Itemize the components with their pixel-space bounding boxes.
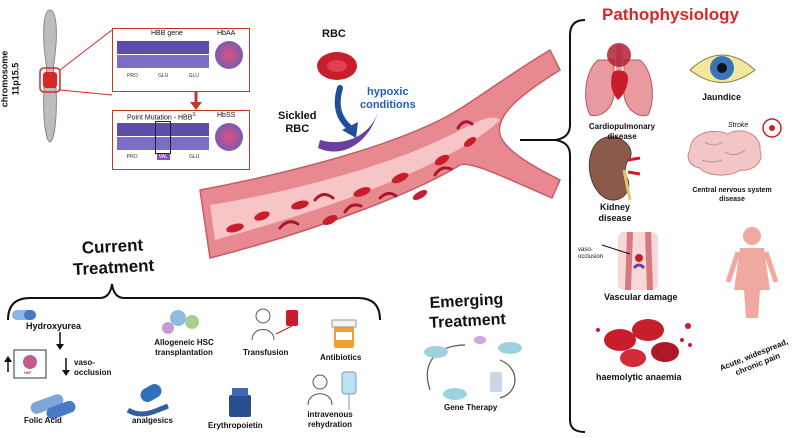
cardiopulmonary-label: Cardiopulmonary disease (588, 122, 656, 141)
point-mutation-label: Point Mutation - HBBS (127, 112, 196, 122)
zoom-line-top (59, 29, 113, 71)
analgesics-icon (126, 384, 169, 417)
iv-rehydration-icon (307, 371, 357, 410)
jaundice-label: Jaundice (702, 92, 742, 102)
hbss-label: HbSS (217, 112, 236, 119)
aa-label: GLU (158, 73, 169, 79)
antibiotics-bottle-icon (331, 319, 357, 348)
aa-row-normal: PRO GLU GLU (117, 73, 209, 79)
analgesics-label: analgesics (132, 416, 173, 425)
antibiotics-label: Antibiotics (320, 353, 362, 362)
pathophysiology-title: Pathophysiology (602, 5, 739, 24)
vascular-damage-icon (601, 231, 658, 291)
hbb-gene-label: HBB gene (151, 30, 183, 37)
hbf-label: HbF (24, 370, 32, 375)
folic-acid-label: Folic Acid (24, 416, 62, 425)
mutation-highlight (155, 121, 171, 154)
human-pain-icon (725, 227, 779, 318)
dna-strand-bottom (117, 137, 209, 150)
dna-strand-bottom (117, 55, 209, 68)
rbc-label: RBC (322, 28, 346, 40)
aa-label: GLU (188, 73, 199, 79)
aa-label: VAL (156, 154, 170, 160)
iv-rehydration-label: intravenous rehydration (307, 410, 353, 429)
folic-acid-icon (30, 394, 76, 420)
vaso-occlusion-treatment-label: vaso-occlusion (74, 358, 112, 377)
hemoglobin-icon (215, 41, 243, 69)
hemoglobin-icon (215, 123, 243, 151)
erythropoietin-icon (229, 388, 251, 417)
mutation-arrow-icon (190, 92, 202, 110)
pathophysiology-bracket (554, 19, 586, 433)
haemolytic-anaemia-label: haemolytic anaemia (596, 372, 682, 382)
lungs-icon (585, 43, 653, 117)
dna-strand-top (117, 41, 209, 54)
blood-vessel-illustration (199, 48, 561, 259)
gene-therapy-cycle-icon (424, 336, 522, 400)
aa-label: GLU (189, 154, 200, 160)
kidney-disease-label: Kidney disease (598, 202, 632, 223)
hypoxic-conditions-label: hypoxic conditions (360, 86, 416, 111)
aa-label: PRO (126, 154, 138, 160)
eye-icon (689, 54, 756, 83)
vascular-damage-label: Vascular damage (604, 292, 678, 302)
brain-icon (687, 118, 782, 176)
current-treatment-bracket (7, 283, 381, 321)
zoom-line-bottom (59, 89, 113, 96)
hbf-box-icon (13, 349, 47, 379)
hsc-icon (162, 310, 199, 334)
gene-therapy-label: Gene Therapy (444, 403, 498, 412)
current-treatment-title: Current Treatment (72, 235, 155, 280)
stroke-label: Stroke (728, 122, 749, 129)
vaso-occlusion-label: vaso-occlusion (578, 247, 604, 260)
aa-label: PRO (127, 73, 138, 79)
emerging-treatment-title: Emerging Treatment (428, 291, 507, 332)
pill-capsule-icon (12, 310, 36, 320)
transfusion-icon (251, 308, 298, 341)
sickled-rbc-label: Sickled RBC (278, 110, 317, 135)
aa-row-mutant: PRO VAL GLU (117, 154, 209, 160)
rbc-icon (317, 52, 357, 80)
hydroxyurea-label: Hydroxyurea (26, 321, 82, 331)
hbaa-label: HbAA (217, 30, 236, 37)
dna-strand-top (117, 123, 209, 136)
sickled-rbc-icon (318, 112, 378, 152)
chromosome-label: chromosome 11p15.5 (0, 50, 21, 108)
chromosome-icon (39, 9, 61, 143)
kidney-icon (588, 136, 641, 201)
transfusion-label: Transfusion (243, 348, 289, 357)
hypoxic-arrow-icon (334, 85, 358, 138)
erythropoietin-label: Erythropoietin (208, 421, 263, 430)
anaemia-cells-icon (596, 319, 692, 367)
mutant-gene-box: Point Mutation - HBBS HbSS PRO VAL GLU (112, 110, 250, 170)
cns-disease-label: Central nervous system disease (692, 187, 772, 203)
normal-gene-box: HBB gene HbAA PRO GLU GLU (112, 28, 250, 92)
hsc-transplant-label: Allogeneic HSC transplantation (154, 338, 214, 357)
